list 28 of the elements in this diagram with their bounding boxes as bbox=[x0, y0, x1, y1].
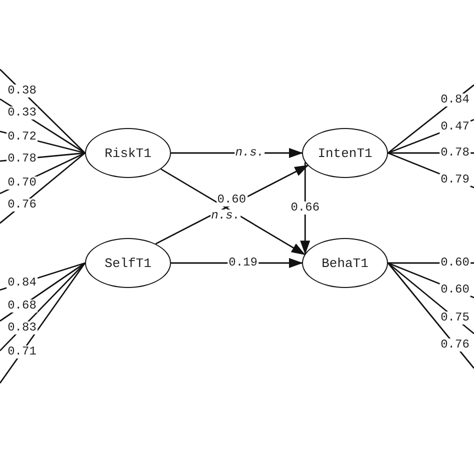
edge-label: 0.60 bbox=[440, 284, 470, 296]
latent-variable-ellipse bbox=[85, 128, 171, 178]
edge-label: 0.79 bbox=[440, 174, 470, 186]
variable-name: SelfT1 bbox=[104, 256, 152, 270]
path-arrow bbox=[300, 162, 310, 255]
edge-label: 0.68 bbox=[6, 300, 38, 312]
latent-variable-ellipse bbox=[302, 238, 388, 288]
edge-label: 0.66 bbox=[290, 202, 321, 214]
loading-line bbox=[387, 262, 474, 369]
latent-variable-ellipse bbox=[302, 128, 388, 178]
loading-line bbox=[0, 262, 86, 384]
edge-label: 0.47 bbox=[440, 120, 470, 134]
edge-label: 0.60 bbox=[216, 193, 248, 206]
edge-label: 0.33 bbox=[6, 106, 38, 120]
edge-label: 0.72 bbox=[6, 130, 38, 144]
variable-name: RiskT1 bbox=[104, 146, 152, 160]
edge-label: 0.76 bbox=[6, 198, 38, 212]
variable-name: BehaT1 bbox=[322, 256, 368, 270]
edge-label: 0.84 bbox=[440, 94, 470, 106]
edge-label: 0.70 bbox=[6, 176, 38, 190]
path-arrow bbox=[160, 168, 306, 256]
edge-label: 0.71 bbox=[6, 346, 38, 358]
variable-name: IntenT1 bbox=[318, 146, 372, 160]
edge-label: 0.76 bbox=[440, 338, 470, 352]
edge-label: 0.38 bbox=[6, 84, 38, 98]
edge-label: 0.83 bbox=[6, 322, 38, 334]
edge-label: 0.75 bbox=[440, 312, 470, 324]
edge-label: 0.84 bbox=[6, 276, 38, 290]
